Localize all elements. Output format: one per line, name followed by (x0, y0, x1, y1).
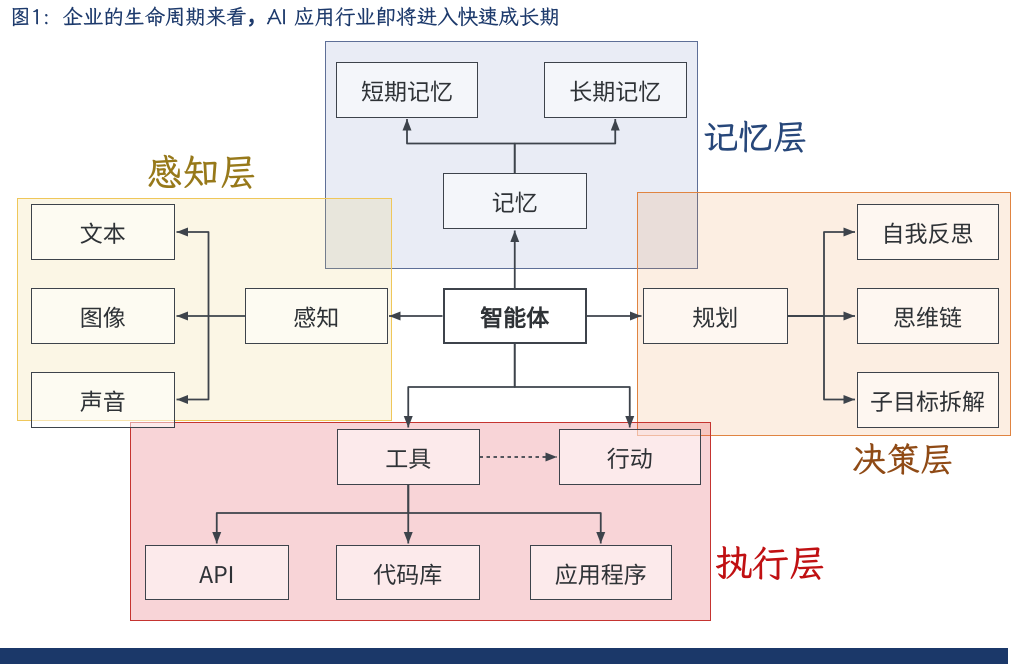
node-sound: 声音 (30, 371, 175, 428)
node-tools-label: 工具 (385, 440, 432, 474)
node-sound-label: 声音 (79, 382, 126, 417)
node-code-library: 代码库 (336, 545, 480, 600)
node-action-label: 行动 (606, 440, 653, 474)
node-text: 文本 (30, 204, 175, 260)
node-perception: 感知 (245, 288, 388, 344)
node-applications: 应用程序 (529, 545, 672, 600)
node-short-term-memory-label: 短期记忆 (361, 72, 453, 107)
node-memory-label: 记忆 (491, 184, 538, 218)
node-long-term-memory-label: 长期记忆 (569, 72, 662, 107)
node-image: 图像 (30, 288, 175, 344)
node-code-library-label: 代码库 (373, 555, 443, 590)
node-chain-of-thought: 思维链 (856, 288, 999, 344)
node-short-term-memory: 短期记忆 (336, 61, 478, 118)
node-long-term-memory: 长期记忆 (543, 61, 687, 118)
node-self-reflection-label: 自我反思 (881, 215, 974, 249)
node-agent: 智能体 (442, 288, 587, 344)
node-text-label: 文本 (79, 215, 126, 249)
edge-agent-to-tools (403, 344, 516, 428)
node-planning-label: 规划 (692, 299, 739, 333)
node-api: API (145, 545, 289, 600)
node-api-label: API (199, 555, 235, 590)
node-perception-label: 感知 (293, 299, 340, 333)
node-self-reflection: 自我反思 (856, 204, 999, 260)
perception-layer-label: 感知层 (146, 147, 257, 196)
execution-layer-label: 执行层 (715, 538, 826, 587)
figure-caption: 图1: 企业的生命周期来看，AI 应用行业即将进入快速成长期 (10, 2, 560, 30)
figure-title: 企业的生命周期来看，AI 应用行业即将进入快速成长期 (62, 2, 560, 30)
footer-bar (0, 648, 1008, 664)
node-applications-label: 应用程序 (554, 555, 647, 590)
node-planning: 规划 (643, 288, 788, 344)
node-subgoal-decomposition: 子目标拆解 (856, 371, 999, 428)
node-subgoal-decomposition-label: 子目标拆解 (870, 382, 985, 417)
node-chain-of-thought-label: 思维链 (893, 299, 962, 333)
edge-agent-to-action (513, 344, 635, 428)
decision-layer-label: 决策层 (852, 436, 954, 481)
node-agent-label: 智能体 (480, 299, 550, 333)
figure-number: 图1: (10, 2, 50, 30)
node-image-label: 图像 (79, 299, 126, 333)
memory-layer-label: 记忆层 (703, 113, 809, 159)
node-action: 行动 (558, 429, 701, 485)
node-tools: 工具 (337, 429, 480, 485)
node-memory: 记忆 (443, 173, 587, 229)
